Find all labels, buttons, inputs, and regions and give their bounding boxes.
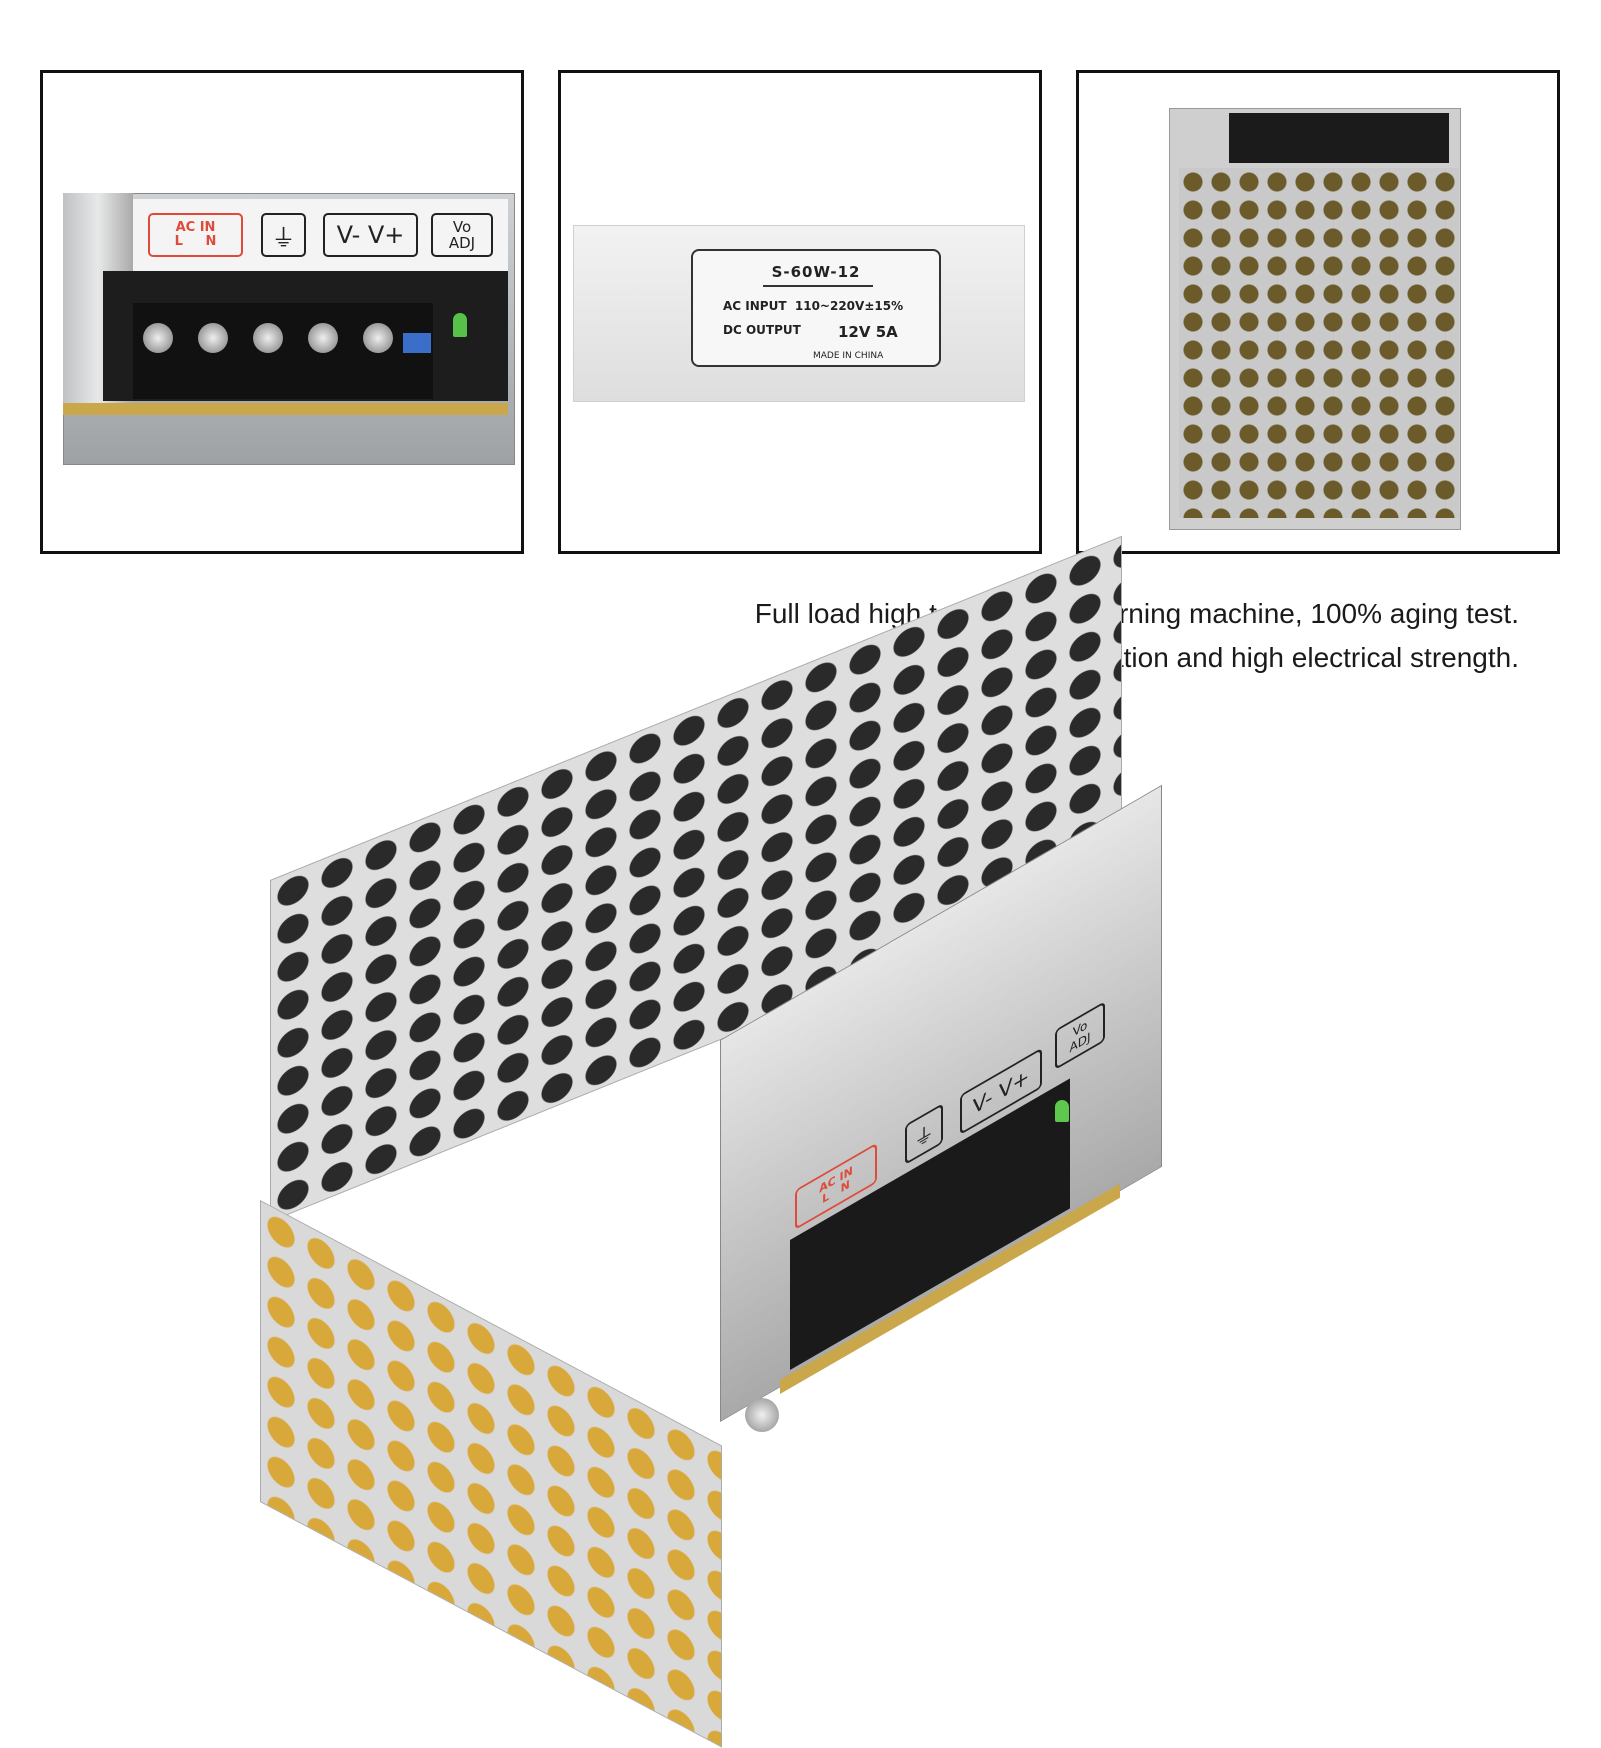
ac-in-text: AC IN xyxy=(175,220,216,235)
led-indicator xyxy=(453,313,467,337)
pcb-edge xyxy=(63,403,508,415)
terminal-label-strip xyxy=(133,199,508,271)
led-indicator xyxy=(1055,1100,1069,1122)
feature-caption: Full load high temperature burning machi… xyxy=(755,592,1519,680)
photo-panel-top-view xyxy=(1076,70,1560,554)
ventilation-mesh xyxy=(1179,168,1459,518)
underline xyxy=(763,285,873,287)
photo-panel-spec-sticker: S-60W-12 AC INPUT 110~220V±15% DC OUTPUT… xyxy=(558,70,1042,554)
screw-icon xyxy=(198,323,228,353)
spec-sticker: S-60W-12 AC INPUT 110~220V±15% DC OUTPUT… xyxy=(691,249,941,367)
side-ventilation-mesh xyxy=(260,1200,722,1748)
origin-text: MADE IN CHINA xyxy=(813,351,884,361)
ground-icon: ⏚ xyxy=(261,213,306,257)
ac-input-spec: AC INPUT 110~220V±15% xyxy=(723,299,904,313)
output-label: V- V+ xyxy=(323,213,418,257)
caption-line-1: Full load high temperature burning machi… xyxy=(754,598,1519,629)
dc-output-value: 12V 5A xyxy=(838,323,898,341)
terminal-block xyxy=(133,303,433,399)
screw-icon xyxy=(363,323,393,353)
potentiometer xyxy=(403,333,431,353)
model-number: S-60W-12 xyxy=(771,263,861,281)
screw-icon xyxy=(308,323,338,353)
ac-in-label: AC IN L N xyxy=(148,213,243,257)
screw-icon xyxy=(253,323,283,353)
dc-output-label: DC OUTPUT xyxy=(723,323,801,337)
screw-icon xyxy=(143,323,173,353)
ac-ln-text: L N xyxy=(174,234,217,249)
mounting-screw-icon xyxy=(745,1398,779,1432)
terminal-block xyxy=(1229,113,1449,163)
